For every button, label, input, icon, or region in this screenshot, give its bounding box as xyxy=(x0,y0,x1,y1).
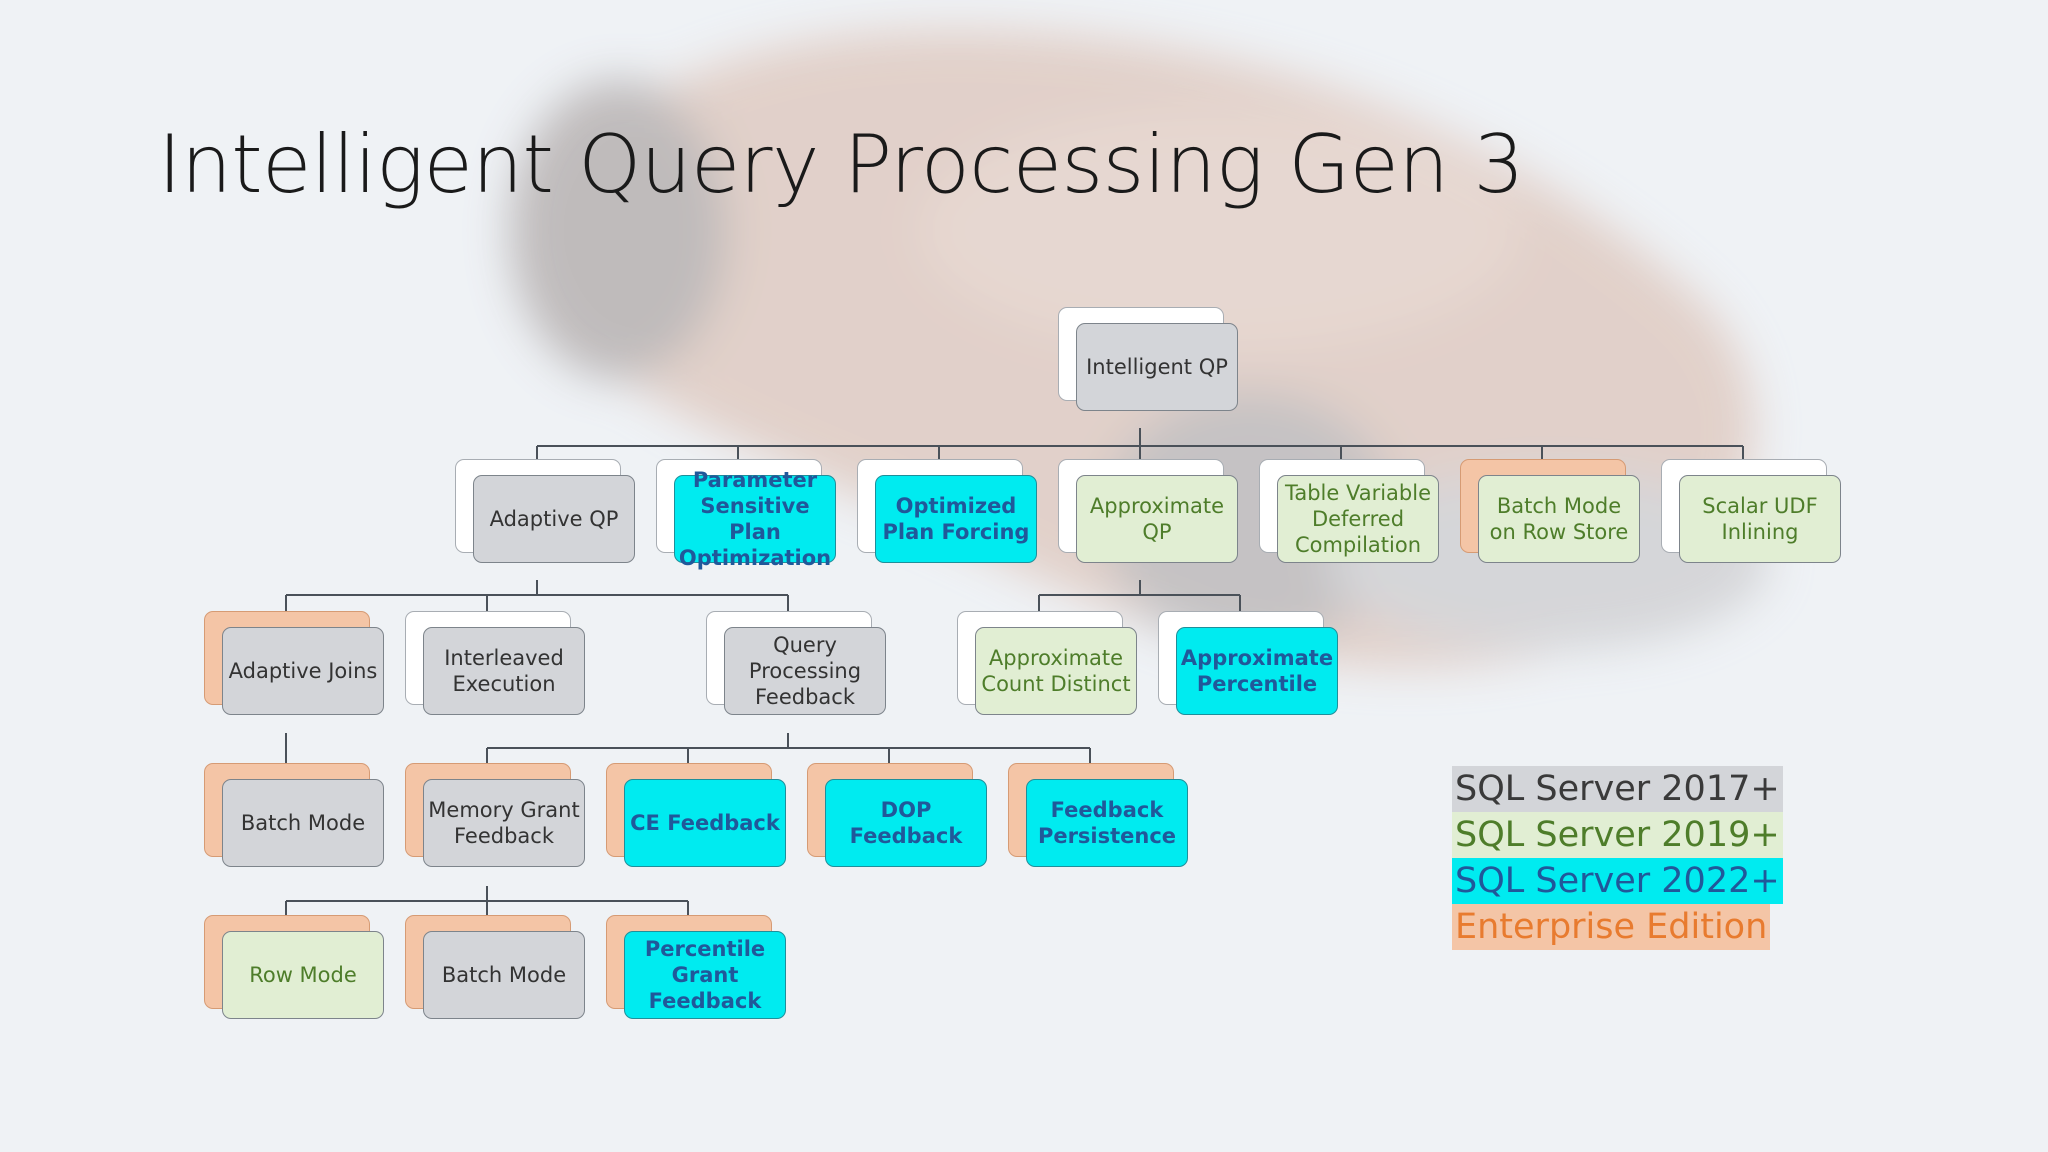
node-label: Batch Mode on Row Store xyxy=(1478,475,1640,563)
legend-sql-server-2017: SQL Server 2017+ xyxy=(1452,766,1783,812)
node-label: Table Variable Deferred Compilation xyxy=(1277,475,1439,563)
node-approximate-qp: Approximate QP xyxy=(1058,459,1238,563)
node-batch-mode-row-store: Batch Mode on Row Store xyxy=(1460,459,1640,563)
node-optimized-plan-forcing: Optimized Plan Forcing xyxy=(857,459,1037,563)
node-adaptive-qp: Adaptive QP xyxy=(455,459,635,563)
node-label: Memory Grant Feedback xyxy=(423,779,585,867)
node-query-processing-feedback: Query Processing Feedback xyxy=(706,611,886,715)
version-legend: SQL Server 2017+ SQL Server 2019+ SQL Se… xyxy=(1452,766,1783,950)
node-adaptive-joins: Adaptive Joins xyxy=(204,611,384,715)
node-label: Row Mode xyxy=(222,931,384,1019)
node-label: Batch Mode xyxy=(423,931,585,1019)
node-label: Scalar UDF Inlining xyxy=(1679,475,1841,563)
slide-title: Intelligent Query Processing Gen 3 xyxy=(158,118,1524,211)
node-label: Intelligent QP xyxy=(1076,323,1238,411)
node-approximate-percentile: Approximate Percentile xyxy=(1158,611,1338,715)
node-label: Optimized Plan Forcing xyxy=(875,475,1037,563)
node-scalar-udf-inlining: Scalar UDF Inlining xyxy=(1661,459,1841,563)
node-label: Batch Mode xyxy=(222,779,384,867)
node-table-variable-deferred-compilation: Table Variable Deferred Compilation xyxy=(1259,459,1439,563)
node-mgf-batch-mode: Batch Mode xyxy=(405,915,585,1019)
legend-sql-server-2019: SQL Server 2019+ xyxy=(1452,812,1783,858)
legend-sql-server-2022: SQL Server 2022+ xyxy=(1452,858,1783,904)
node-label: Query Processing Feedback xyxy=(724,627,886,715)
node-feedback-persistence: Feedback Persistence xyxy=(1008,763,1188,867)
node-label: Adaptive Joins xyxy=(222,627,384,715)
node-interleaved-execution: Interleaved Execution xyxy=(405,611,585,715)
node-label: Percentile Grant Feedback xyxy=(624,931,786,1019)
node-intelligent-qp: Intelligent QP xyxy=(1058,307,1238,411)
node-approximate-count-distinct: Approximate Count Distinct xyxy=(957,611,1137,715)
node-percentile-grant-feedback: Percentile Grant Feedback xyxy=(606,915,786,1019)
node-label: Parameter Sensitive Plan Optimization xyxy=(674,468,836,570)
node-label: Interleaved Execution xyxy=(423,627,585,715)
node-label: Approximate Percentile xyxy=(1176,627,1338,715)
node-label: CE Feedback xyxy=(624,779,786,867)
node-memory-grant-feedback: Memory Grant Feedback xyxy=(405,763,585,867)
node-label: Approximate QP xyxy=(1076,475,1238,563)
node-label: Approximate Count Distinct xyxy=(975,627,1137,715)
node-mgf-row-mode: Row Mode xyxy=(204,915,384,1019)
node-label: DOP Feedback xyxy=(825,779,987,867)
node-ce-feedback: CE Feedback xyxy=(606,763,786,867)
node-label: Feedback Persistence xyxy=(1026,779,1188,867)
legend-enterprise-edition: Enterprise Edition xyxy=(1452,904,1771,950)
node-dop-feedback: DOP Feedback xyxy=(807,763,987,867)
node-psp-optimization: Parameter Sensitive Plan Optimization xyxy=(656,459,836,570)
node-adaptive-joins-batch-mode: Batch Mode xyxy=(204,763,384,867)
node-label: Adaptive QP xyxy=(473,475,635,563)
